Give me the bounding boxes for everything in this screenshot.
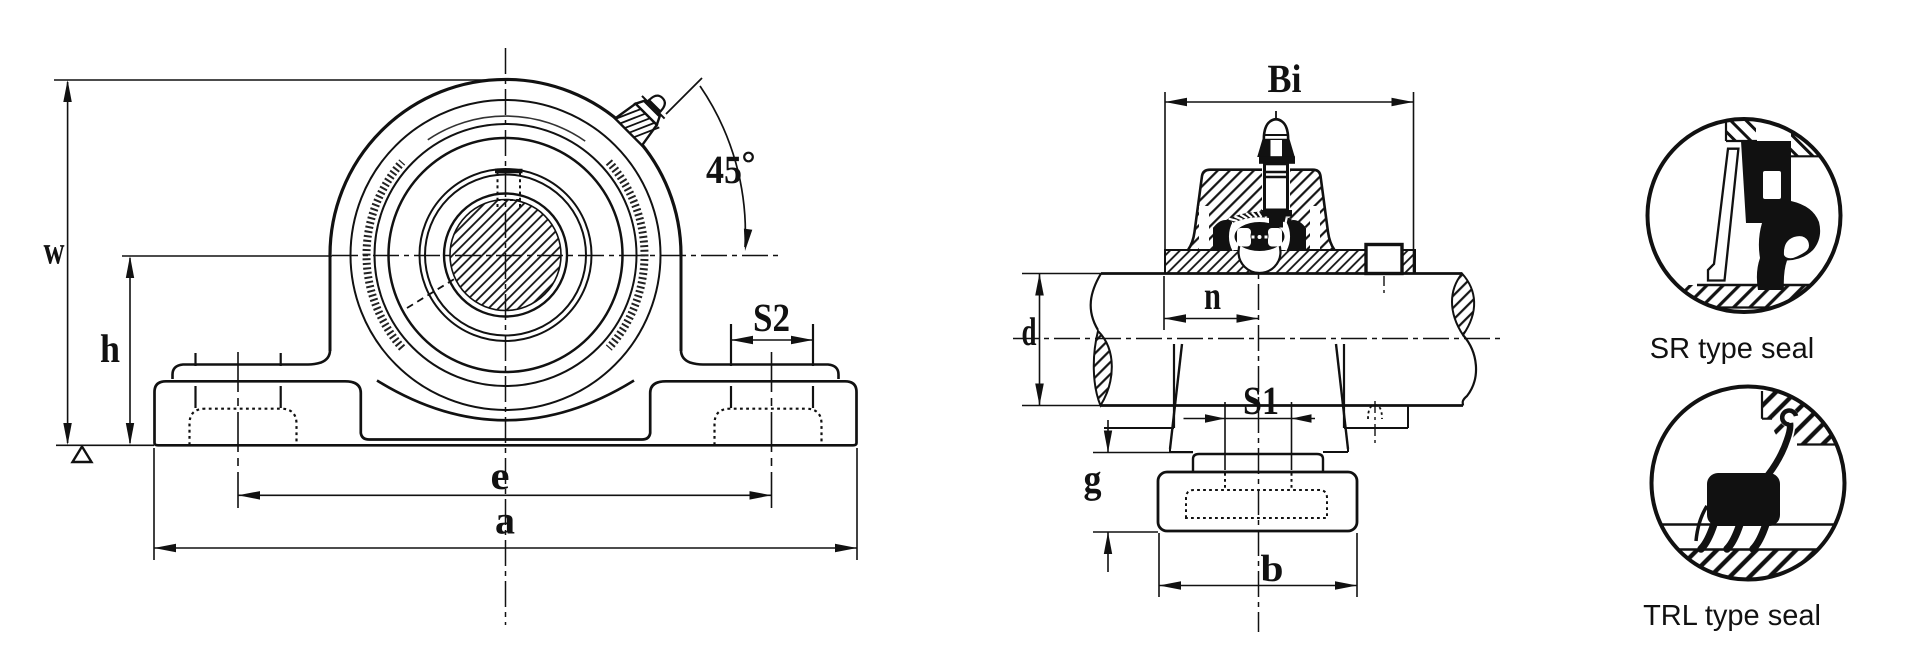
svg-text:TRL type seal: TRL type seal bbox=[1643, 600, 1821, 632]
svg-text:w: w bbox=[44, 228, 65, 273]
svg-text:S1: S1 bbox=[1243, 378, 1279, 423]
svg-text:45: 45 bbox=[706, 147, 742, 192]
svg-text:h: h bbox=[100, 326, 120, 371]
svg-text:a: a bbox=[495, 498, 515, 543]
svg-text:g: g bbox=[1084, 456, 1102, 501]
svg-text:SR type seal: SR type seal bbox=[1650, 333, 1814, 365]
svg-text:e: e bbox=[491, 453, 510, 498]
svg-text:n: n bbox=[1204, 273, 1221, 318]
svg-text:b: b bbox=[1261, 548, 1284, 590]
svg-text:d: d bbox=[1022, 309, 1037, 354]
svg-text:S2: S2 bbox=[753, 295, 790, 340]
svg-text:Bi: Bi bbox=[1268, 56, 1302, 101]
